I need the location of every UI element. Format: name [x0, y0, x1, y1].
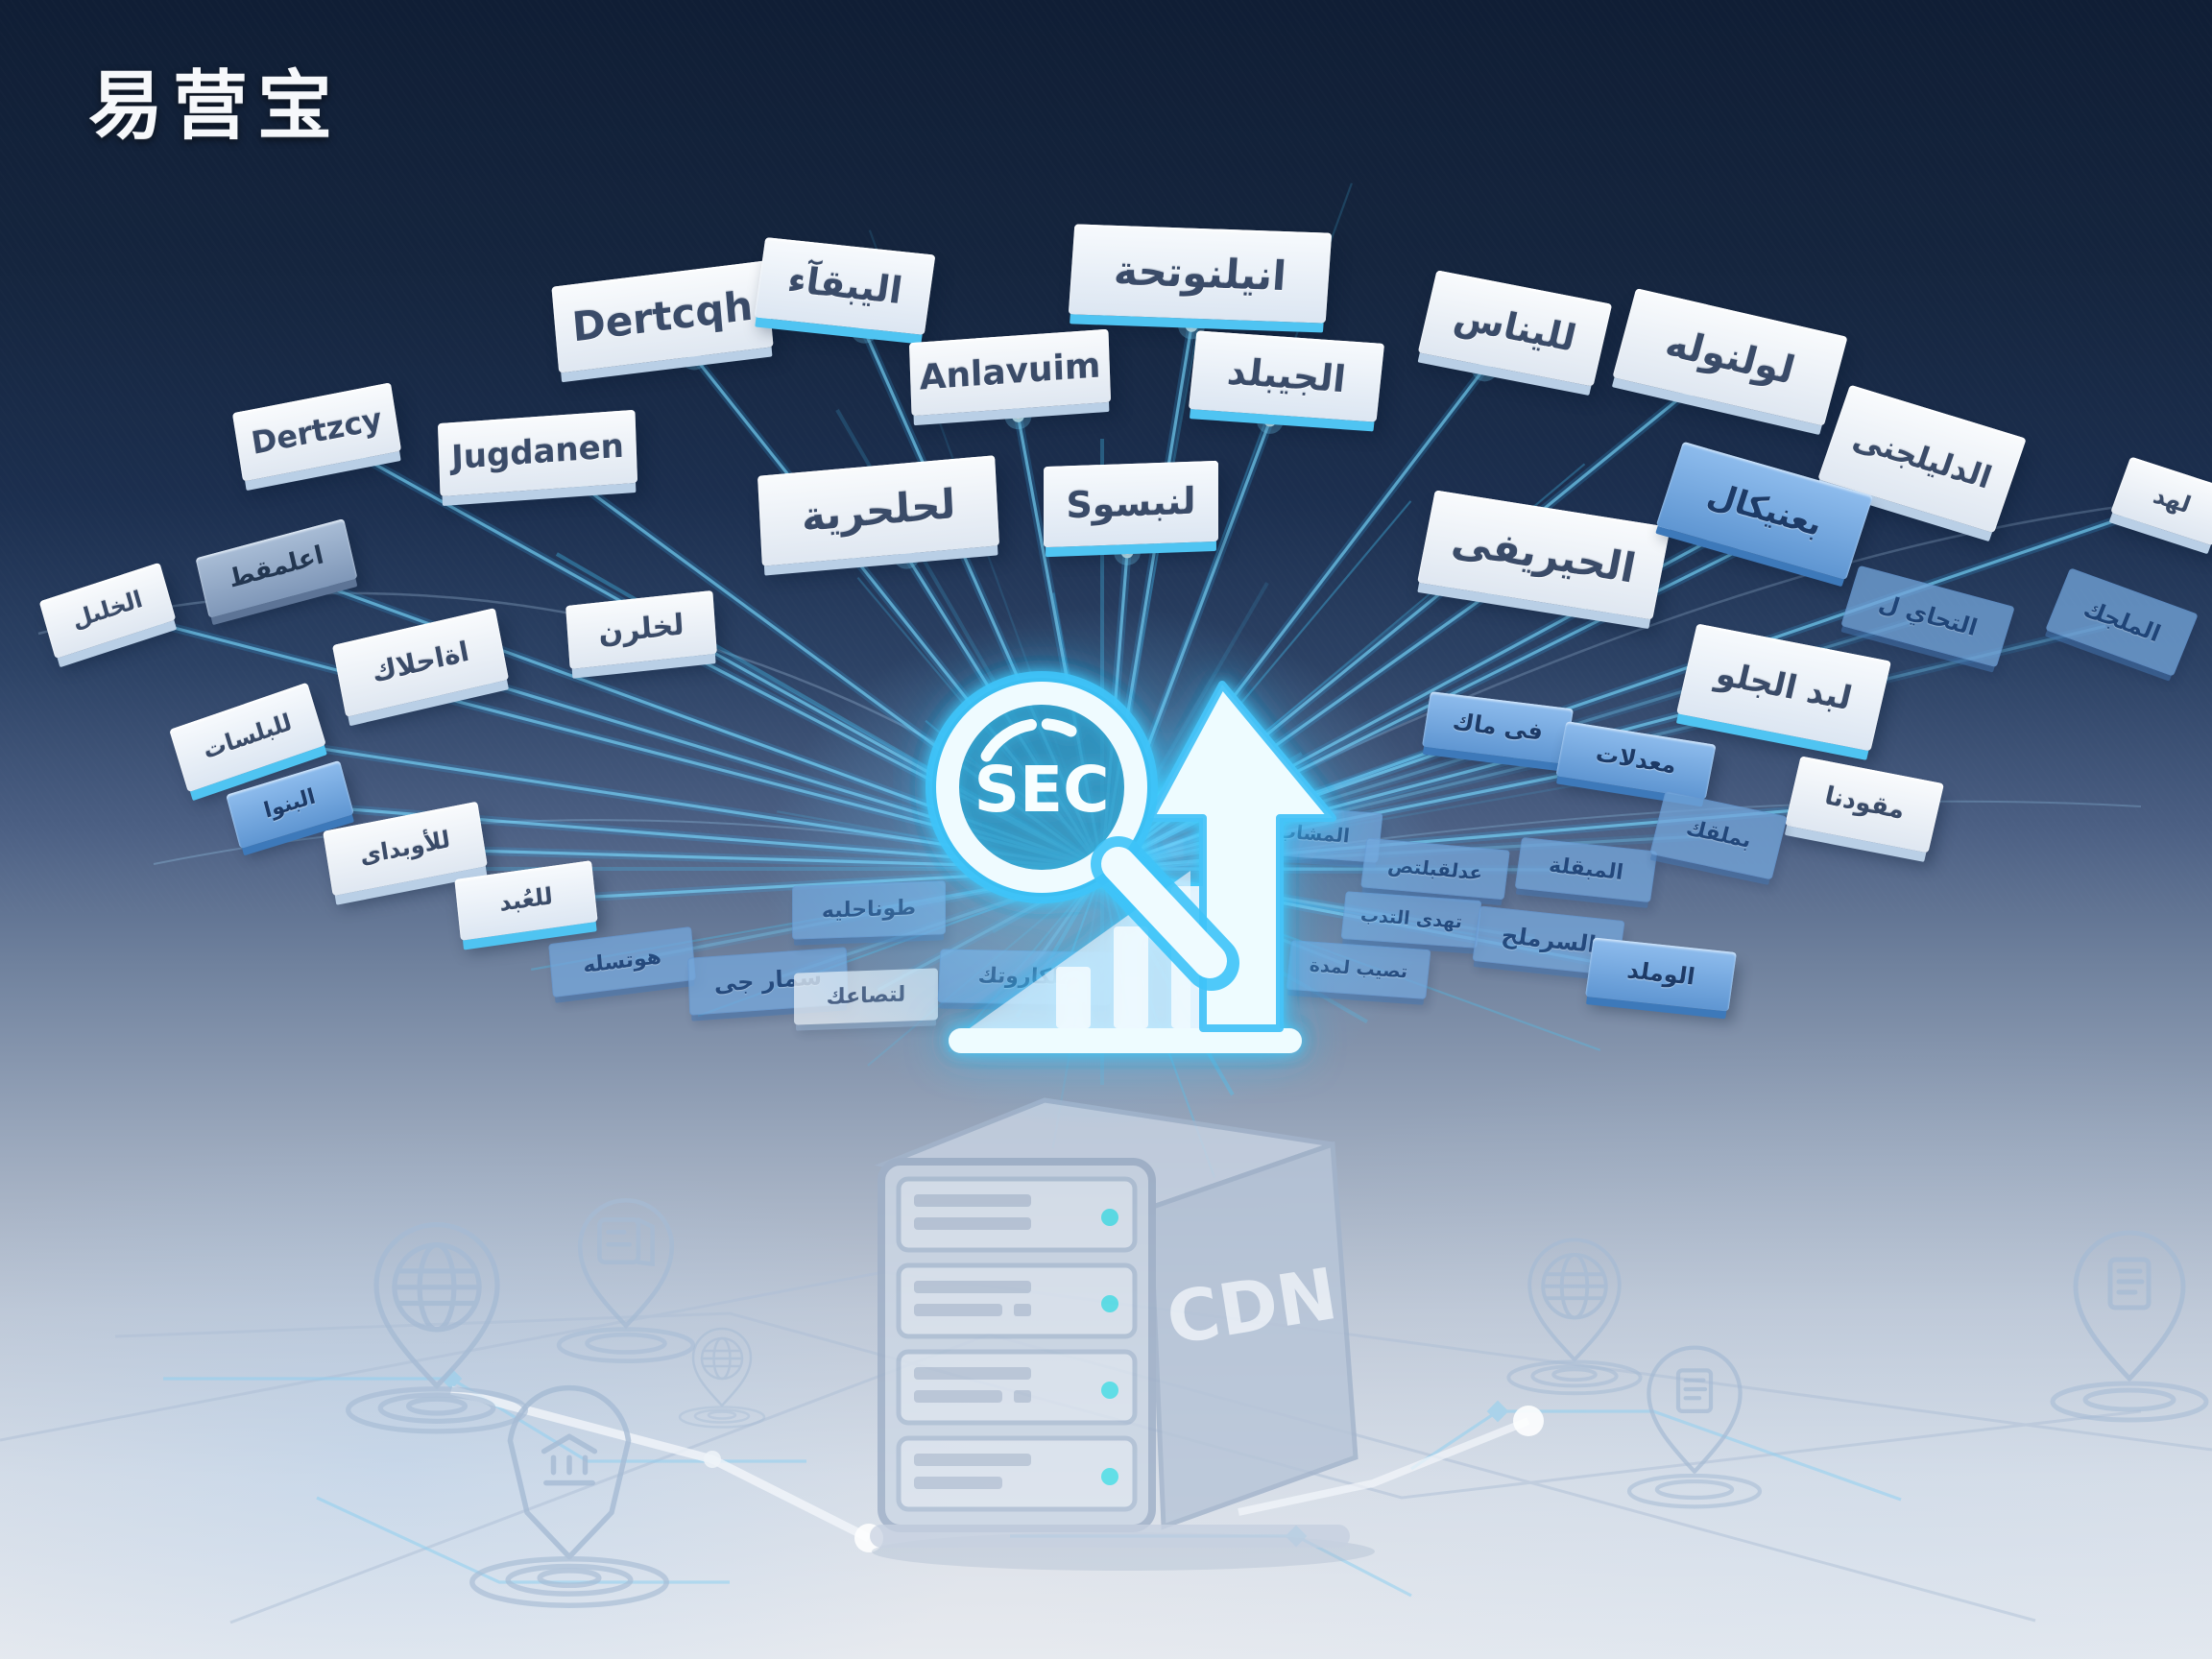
keyword-box: لخلرن	[565, 590, 717, 669]
keyword-box: لحلحرية	[757, 455, 999, 566]
glow-dot-core	[1481, 365, 1488, 372]
keyword-box: الخلىل	[38, 562, 177, 660]
glow-dot-core	[1015, 413, 1022, 420]
keyword-box: معدلات	[1555, 721, 1717, 800]
keyword-box: Anlavuim	[908, 328, 1112, 417]
keyword-box: الوملد	[1585, 937, 1737, 1012]
glow-dot-core	[1189, 323, 1195, 329]
keyword-box: الحيريفى	[1417, 490, 1671, 620]
sec-badge-text: SEC	[974, 753, 1109, 827]
glow-dot-core	[1266, 417, 1273, 423]
keyword-box: الملجك	[2045, 567, 2199, 677]
keyword-box: اعلمقط	[195, 518, 358, 618]
keyword-box: لليناس	[1417, 270, 1613, 387]
keyword-box: مقودنا	[1785, 756, 1944, 854]
keyword-box: اليبقآء	[754, 237, 936, 335]
keyword-box: Dertcqh	[551, 260, 774, 373]
server-base	[870, 1525, 1350, 1548]
keyword-box: Jugdanen	[437, 409, 638, 497]
keyword-box: للعُبد	[454, 860, 598, 941]
keyword-box: لهد	[2110, 456, 2212, 546]
keyword-box: Dertzcy	[231, 382, 402, 482]
seo-growth-icon: SEC	[926, 671, 1336, 1053]
keyword-box: هوتسله	[548, 926, 696, 998]
keyword-box: الجيبلد	[1188, 330, 1385, 422]
keyword-box: لولنوله	[1612, 288, 1848, 426]
keyword-box: التحاي ل	[1840, 565, 2015, 668]
keyword-box: فى ماك	[1422, 691, 1574, 764]
keyword-box: Sلنبسو	[1044, 460, 1218, 548]
keyword-box: اةاحلاك	[331, 608, 510, 717]
keyword-box: المبقلة	[1514, 836, 1658, 903]
keyword-box: بملقك	[1649, 790, 1788, 880]
keyword-box: انيلنوتحة	[1068, 224, 1333, 324]
keyword-box: لبد الجلو	[1676, 623, 1891, 752]
white-connectors	[449, 1385, 1544, 1552]
brand-logo: 易营宝	[88, 63, 343, 150]
cdn-server: CDN	[870, 1097, 1375, 1571]
